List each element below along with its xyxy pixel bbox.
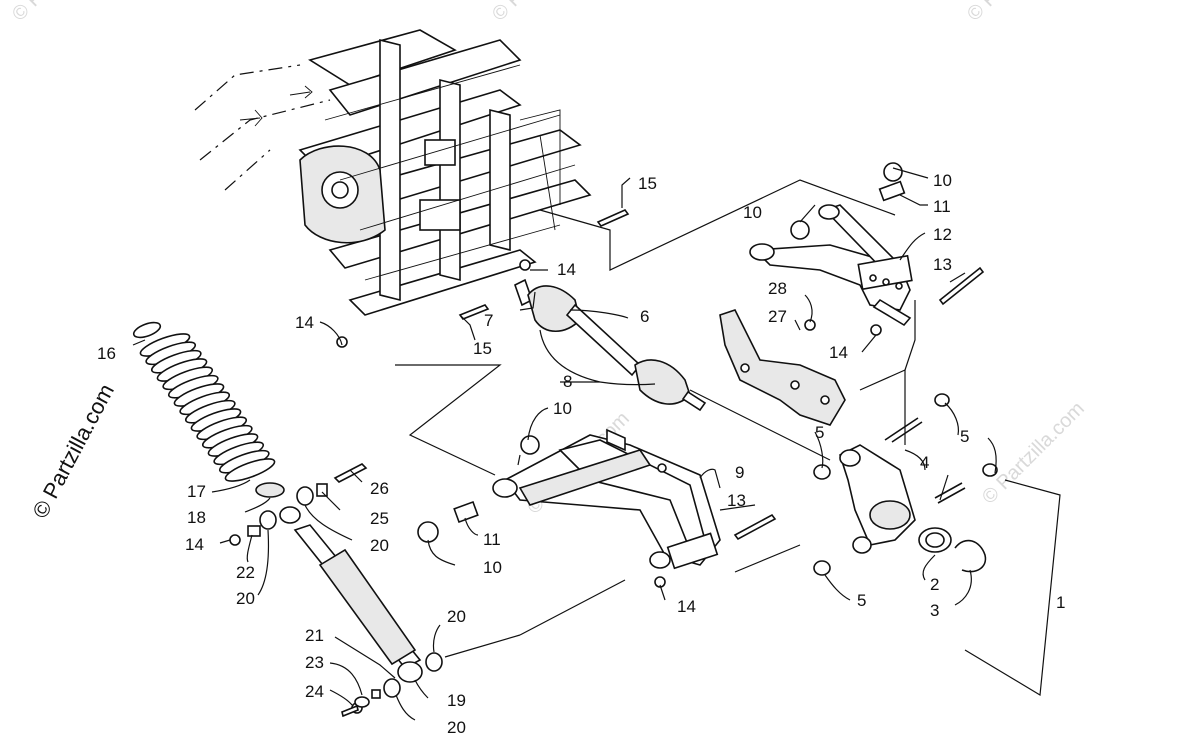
- faint-watermark-4: © Partzilla.com: [978, 398, 1089, 509]
- callout-25: 25: [370, 509, 389, 528]
- callout-10-b: 10: [743, 203, 762, 222]
- callout-10-a: 10: [933, 171, 952, 190]
- callout-21: 21: [305, 626, 324, 645]
- callout-27: 27: [768, 307, 787, 326]
- partzilla-watermark: © Partzilla.com: [27, 380, 119, 523]
- callout-24: 24: [305, 682, 324, 701]
- callout-3: 3: [930, 601, 939, 620]
- faint-watermark-2: © Partzilla.com: [488, 0, 599, 26]
- callout-16: 16: [97, 344, 116, 363]
- callout-5-b: 5: [960, 427, 969, 446]
- a-arm-guard: [719, 309, 846, 426]
- callout-11-a: 11: [933, 197, 951, 216]
- callout-19: 19: [447, 691, 466, 710]
- callout-7: 7: [484, 311, 493, 330]
- callout-20-a: 20: [370, 536, 389, 555]
- callout-5-c: 5: [857, 591, 866, 610]
- callout-14-b: 14: [295, 313, 314, 332]
- lower-a-arm: [492, 428, 721, 570]
- shock-absorber: [255, 482, 423, 683]
- shock-hardware: [229, 463, 443, 718]
- callout-22: 22: [236, 563, 255, 582]
- callout-12: 12: [933, 225, 952, 244]
- callout-10-c: 10: [553, 399, 572, 418]
- callout-10-d: 10: [483, 558, 502, 577]
- assembly-outline-lines: [395, 179, 1061, 697]
- callout-23: 23: [305, 653, 324, 672]
- callout-14-a: 14: [557, 260, 576, 279]
- callout-14-e: 14: [677, 597, 696, 616]
- spring-coil-turn: [224, 458, 276, 482]
- callout-20-c: 20: [447, 607, 466, 626]
- callout-18: 18: [187, 508, 206, 527]
- callout-9: 9: [735, 463, 744, 482]
- drive-axle: [514, 278, 707, 412]
- callout-15-b: 15: [473, 339, 492, 358]
- callout-13-a: 13: [933, 255, 952, 274]
- callout-2: 2: [930, 575, 939, 594]
- bushings-and-bolts: [336, 162, 998, 588]
- callout-13-b: 13: [727, 491, 746, 510]
- callout-5-a: 5: [815, 423, 824, 442]
- callout-15-a: 15: [638, 174, 657, 193]
- callout-20-b: 20: [236, 589, 255, 608]
- callout-28: 28: [768, 279, 787, 298]
- callout-6: 6: [640, 307, 649, 326]
- callout-1: 1: [1056, 593, 1065, 612]
- callout-20-d: 20: [447, 718, 466, 737]
- faint-watermarks: © Partzilla.com © Partzilla.com © Partzi…: [8, 0, 1089, 519]
- steering-knuckle: [839, 444, 987, 573]
- faint-watermark-1: © Partzilla.com: [8, 0, 119, 26]
- callout-11-b: 11: [483, 530, 501, 549]
- upper-a-arm: [749, 204, 913, 327]
- callout-14-d: 14: [185, 535, 204, 554]
- callout-17: 17: [187, 482, 206, 501]
- faint-watermark-3: © Partzilla.com: [963, 0, 1074, 26]
- callout-8: 8: [563, 372, 572, 391]
- callout-4: 4: [920, 453, 929, 472]
- callout-labels: 1 2 3 4 5 5 5 6 7 8 9 10 10 10 10 11 11 …: [97, 171, 1065, 737]
- leader-lines: [132, 167, 997, 721]
- callout-26: 26: [370, 479, 389, 498]
- coil-spring: [132, 321, 276, 482]
- vehicle-frame: [194, 29, 592, 316]
- callout-14-c: 14: [829, 343, 848, 362]
